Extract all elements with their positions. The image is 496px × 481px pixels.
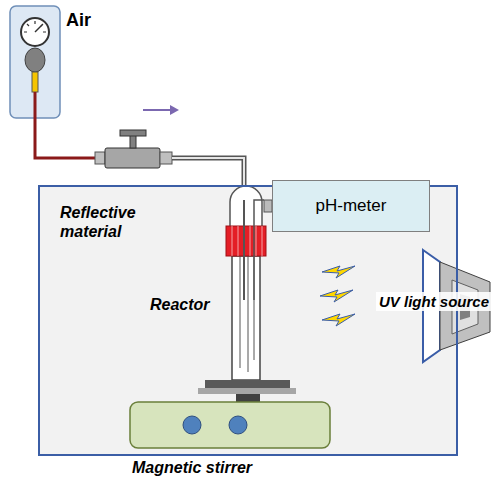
base-plate [205,380,290,388]
valve-fitting [160,152,172,164]
valve-fitting [95,152,105,164]
pressure-gauge [21,18,49,46]
regulator-body [25,48,45,72]
cap-ribs [232,226,262,256]
node-label: Reflective material [60,203,160,241]
uv-ray [322,314,355,326]
valve-stem [130,135,136,148]
part-label: Magnetic stirrer [132,459,252,477]
gauge-needle [35,25,42,32]
flow-arrow [143,109,172,111]
reactor-tube [232,256,260,380]
meter-box: pH-meter [272,180,430,232]
node-label: pH-meter [316,196,387,216]
stirrer-knob [229,416,247,434]
stirrer-body [130,402,330,448]
ph-probe-cable [254,200,264,300]
part-label: Reactor [150,296,210,314]
ph-connector [264,200,272,212]
supply-label: Air [66,10,91,31]
stirrer-knob [183,416,201,434]
gauge-ticks [24,21,46,32]
part-label: UV light source [376,292,492,311]
air-hose [35,92,95,158]
valve-handle [120,130,146,136]
flow-arrowhead [170,105,179,115]
valve-body [105,148,160,168]
base-plate [198,388,296,394]
reactor-dome [230,186,262,228]
outlet-fitting [32,72,38,92]
reactor-probes [240,256,254,372]
uv-ray [320,290,353,302]
gas-inlet [243,200,245,300]
uv-ray [322,266,355,278]
reactor-cap [226,226,266,256]
stirrer-top [236,394,260,402]
